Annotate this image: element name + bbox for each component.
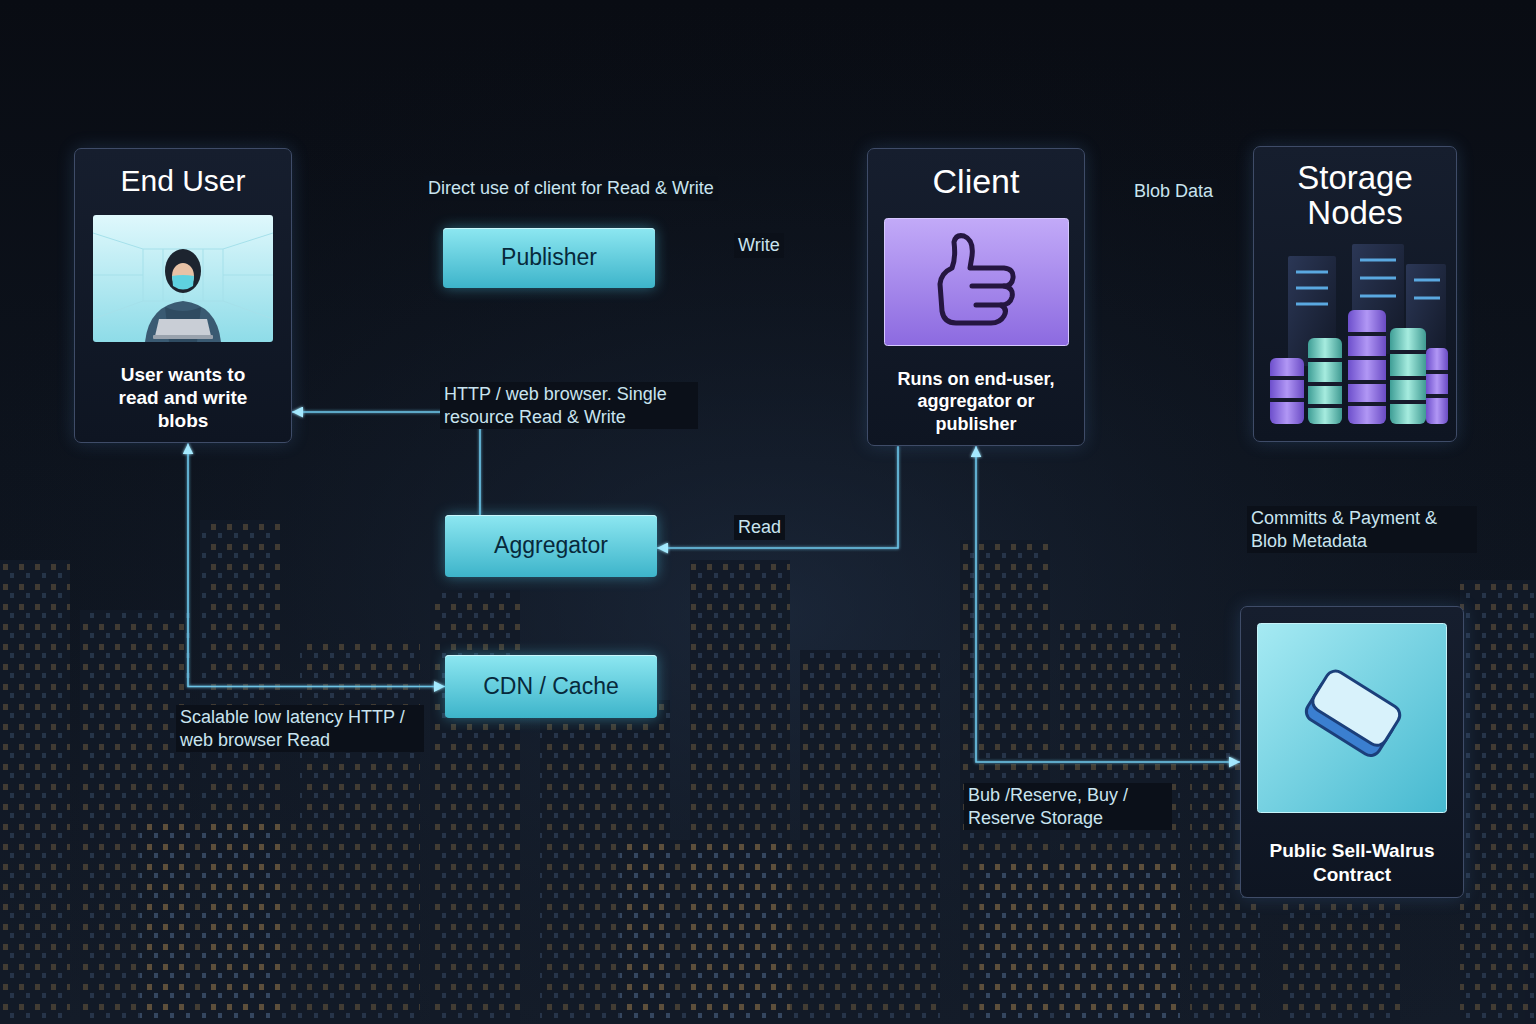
box-label: CDN / Cache [483, 673, 618, 701]
contract-panel: Public Sell-Walrus Contract [1240, 606, 1464, 898]
panel-text: User wants to read and write blobs [108, 364, 258, 432]
connector-group [188, 187, 1393, 762]
service-box: CDN / Cache [445, 655, 657, 718]
edge-label: HTTP / web browser. Single resource Read… [440, 382, 698, 429]
svg-path [155, 319, 211, 336]
user-illustration [93, 215, 273, 342]
flow-arrow [657, 446, 898, 548]
edge-label: Blob Data [1130, 179, 1217, 204]
svg-path [1296, 260, 1440, 304]
svg-path [1270, 334, 1448, 406]
edge-label: Write [734, 233, 784, 258]
contract-illustration [1257, 623, 1447, 813]
svg-path [940, 235, 1013, 322]
box-label: Publisher [501, 244, 597, 272]
edge-label: Direct use of client for Read & Write [424, 176, 718, 201]
edge-label: Committs & Payment & Blob Metadata [1247, 506, 1477, 553]
svg-rect [1270, 358, 1304, 424]
box-label: Aggregator [494, 532, 608, 560]
flow-arrow [1085, 359, 1253, 361]
svg-path [172, 275, 194, 290]
svg-use [0, 520, 1536, 1024]
edge-label: Scalable low latency HTTP / web browser … [176, 705, 424, 752]
svg-ellipse [165, 249, 201, 293]
panel-title: Storage Nodes [1270, 161, 1440, 230]
flow-arrow [1085, 297, 1253, 299]
flow-arrow [655, 263, 867, 265]
svg-rect [1308, 338, 1342, 424]
svg-rect [1258, 624, 1447, 813]
flow-arrow [1085, 229, 1253, 231]
service-box: Aggregator [445, 515, 657, 577]
service-box: Publisher [443, 228, 655, 288]
flow-arrow [550, 577, 552, 655]
client-illustration [884, 218, 1069, 346]
svg-rect [1309, 667, 1404, 749]
svg-rect [93, 215, 273, 342]
svg-rect [884, 218, 1068, 345]
edge-label: Read [734, 515, 785, 540]
storage-panel: Storage Nodes [1253, 146, 1457, 442]
svg-ellipse [172, 263, 194, 289]
client-panel: Client Runs on end-user, aggregator or p… [867, 148, 1085, 446]
panel-title: Client [879, 161, 1073, 202]
svg-path [972, 286, 1004, 305]
svg-rect [1348, 310, 1386, 424]
flow-arrow [976, 446, 1240, 762]
panel-title: End User [86, 163, 280, 199]
actor-panel: End User User wants to read and write bl… [74, 148, 292, 443]
flow-arrow [1085, 264, 1253, 266]
flow-arrow [1085, 329, 1253, 331]
svg-g [1303, 667, 1404, 759]
svg-path [145, 301, 221, 342]
svg-rect [1426, 348, 1448, 424]
flow-arrow [188, 443, 445, 686]
svg-use [0, 520, 1536, 1024]
svg-rect [153, 335, 213, 339]
panel-text: Runs on end-user, aggregator or publishe… [881, 368, 1071, 436]
storage-illustration [1260, 238, 1450, 428]
panel-text: Public Sell-Walrus Contract [1252, 839, 1452, 887]
edge-label: Bub /Reserve, Buy / Reserve Storage [964, 783, 1172, 830]
